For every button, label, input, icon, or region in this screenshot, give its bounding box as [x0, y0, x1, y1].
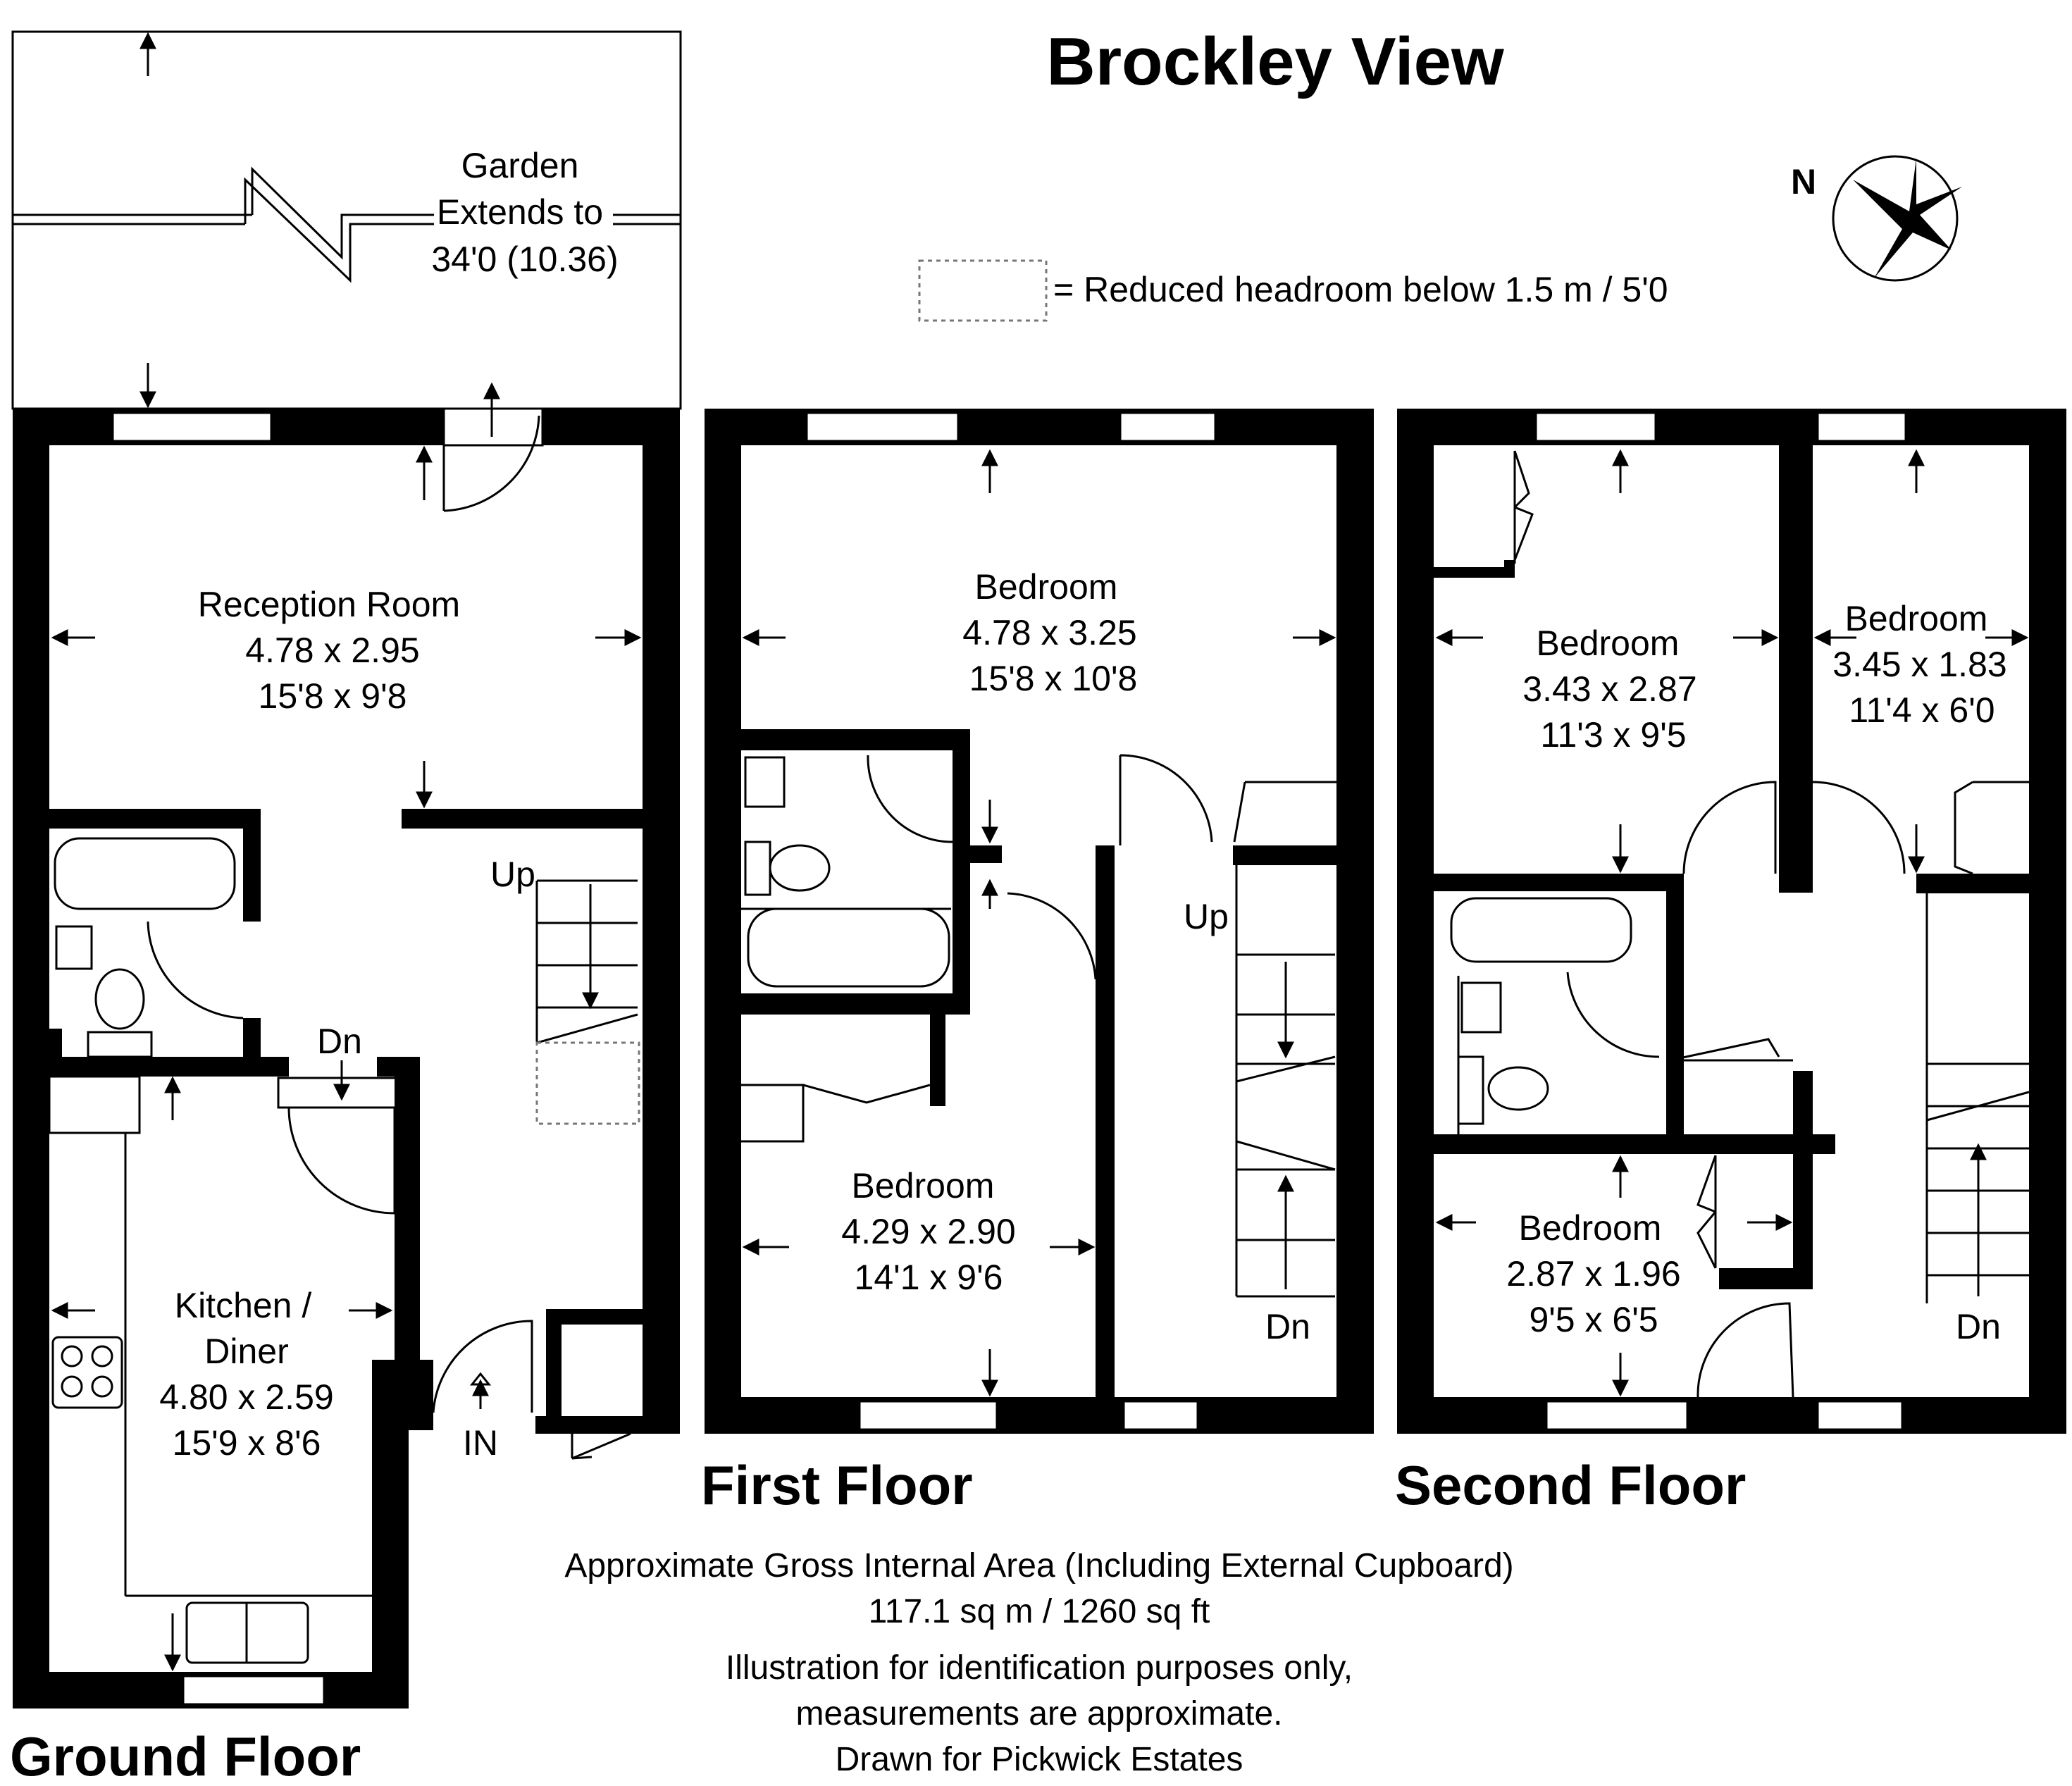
ground-floor: Reception Room 4.78 x 2.95 15'8 x 9'8 Ki…: [10, 382, 680, 1786]
ground-stair-up-label: Up: [490, 855, 535, 894]
first-rear-bedroom-name: Bedroom: [852, 1166, 995, 1205]
second-floor-label: Second Floor: [1395, 1454, 1746, 1516]
second-bedroom-b-imperial: 11'4 x 6'0: [1849, 690, 1995, 730]
window: [1816, 1400, 1904, 1431]
window: [1545, 1400, 1689, 1431]
kitchen-name-line2: Diner: [204, 1332, 288, 1371]
first-stair-up-label: Up: [1184, 897, 1229, 936]
area-line-2: 117.1 sq m / 1260 sq ft: [869, 1593, 1210, 1630]
reduced-headroom-swatch: [918, 259, 1048, 322]
compass-rose-icon: N: [1791, 155, 1962, 282]
reception-room-name: Reception Room: [198, 585, 460, 624]
footer-notes: Approximate Gross Internal Area (Includi…: [564, 1547, 1513, 1778]
garden-label: Garden: [461, 146, 579, 185]
second-stair-down-label: Dn: [1956, 1307, 2001, 1346]
first-rear-bedroom-metric: 4.29 x 2.90: [841, 1212, 1015, 1251]
second-bedroom-c-imperial: 9'5 x 6'5: [1529, 1300, 1658, 1339]
window: [182, 1675, 325, 1706]
window: [1816, 411, 1907, 442]
kitchen-metric: 4.80 x 2.59: [159, 1377, 333, 1417]
entrance-label: IN: [463, 1423, 498, 1463]
window: [1534, 411, 1657, 442]
first-front-bedroom-name: Bedroom: [975, 567, 1118, 607]
first-front-bedroom-imperial: 15'8 x 10'8: [969, 659, 1138, 698]
window: [805, 411, 960, 442]
plan-title: Brockley View: [1046, 24, 1504, 99]
reception-room-imperial: 15'8 x 9'8: [259, 676, 407, 716]
disclaimer-line-2: measurements are approximate.: [796, 1695, 1283, 1732]
ground-floor-label: Ground Floor: [10, 1725, 361, 1786]
second-bedroom-a-name: Bedroom: [1537, 624, 1680, 663]
second-bedroom-a-imperial: 11'3 x 9'5: [1540, 715, 1686, 755]
kitchen-name-line1: Kitchen /: [175, 1286, 312, 1325]
first-rear-bedroom-imperial: 14'1 x 9'6: [855, 1258, 1003, 1297]
second-bedroom-c-metric: 2.87 x 1.96: [1506, 1254, 1680, 1294]
garden-length: 34'0 (10.36): [431, 240, 618, 279]
drawn-for-line: Drawn for Pickwick Estates: [836, 1741, 1243, 1778]
first-floor-label: First Floor: [701, 1454, 973, 1516]
window: [111, 411, 273, 442]
ground-stair-down-label: Dn: [317, 1022, 362, 1061]
first-front-bedroom-metric: 4.78 x 3.25: [962, 613, 1136, 652]
second-floor: Bedroom 3.43 x 2.87 11'3 x 9'5 Bedroom 3…: [1395, 409, 2066, 1516]
first-stair-down-label: Dn: [1265, 1307, 1310, 1346]
window: [858, 1400, 998, 1431]
window: [1119, 411, 1217, 442]
second-bedroom-b-name: Bedroom: [1845, 599, 1988, 638]
second-bedroom-b-metric: 3.45 x 1.83: [1832, 645, 2006, 684]
legend: = Reduced headroom below 1.5 m / 5'0: [918, 259, 1668, 322]
reception-room-metric: 4.78 x 2.95: [245, 631, 419, 670]
garden-extends-label: Extends to: [437, 192, 603, 232]
second-bedroom-c-name: Bedroom: [1519, 1208, 1662, 1248]
window: [1122, 1400, 1199, 1431]
second-bedroom-a-metric: 3.43 x 2.87: [1522, 669, 1696, 709]
compass-north-label: N: [1791, 162, 1816, 201]
kitchen-imperial: 15'9 x 8'6: [173, 1423, 321, 1463]
legend-text: = Reduced headroom below 1.5 m / 5'0: [1053, 270, 1668, 309]
first-floor: Bedroom 4.78 x 3.25 15'8 x 10'8 Bedroom …: [701, 409, 1374, 1516]
garden: Garden Extends to 34'0 (10.36): [11, 30, 682, 410]
disclaimer-line-1: Illustration for identification purposes…: [726, 1649, 1353, 1687]
area-line-1: Approximate Gross Internal Area (Includi…: [564, 1547, 1513, 1585]
